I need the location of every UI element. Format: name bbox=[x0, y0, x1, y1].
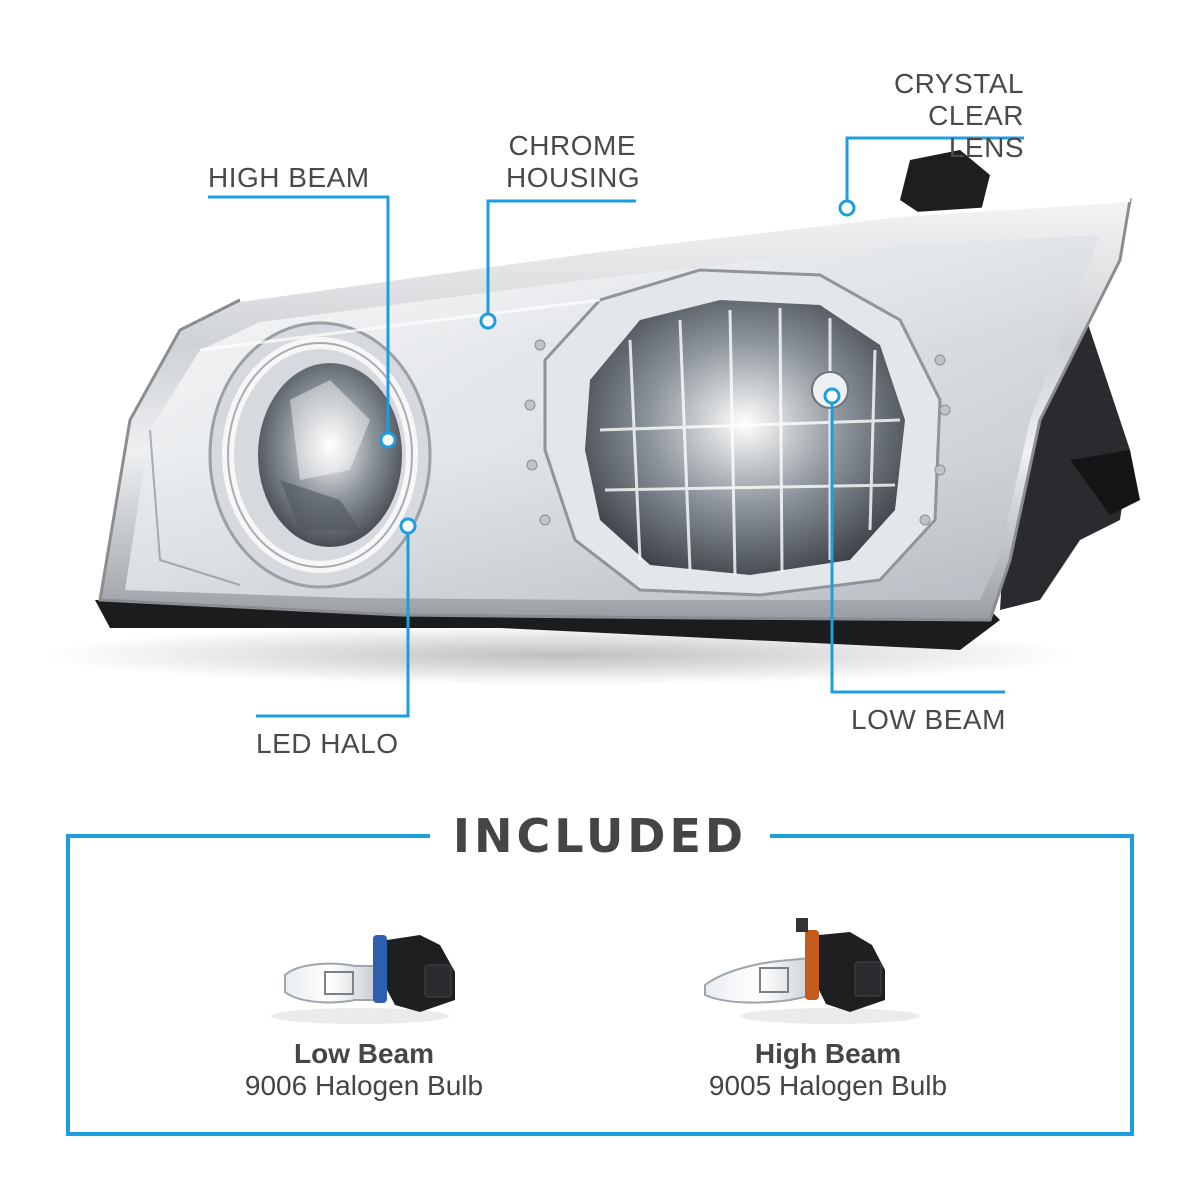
callout-low-beam-label: LOW BEAM bbox=[851, 704, 1006, 735]
high-beam-bulb-caption: High Beam 9005 Halogen Bulb bbox=[668, 1038, 988, 1102]
low-beam-reflector bbox=[524, 268, 951, 597]
high-beam-bulb-image bbox=[704, 918, 920, 1024]
callout-crystal-clear-lens: CRYSTAL CLEAR LENS bbox=[858, 68, 1024, 164]
callout-crystal-clear-lens-line-1: CRYSTAL bbox=[893, 68, 1024, 99]
included-frame bbox=[66, 834, 1134, 1136]
marker-led-halo bbox=[399, 517, 417, 535]
callout-high-beam-label: HIGH BEAM bbox=[208, 162, 370, 193]
leader-high-beam bbox=[208, 195, 390, 440]
callout-chrome-housing-line-2: HOUSING bbox=[506, 162, 641, 193]
callout-crystal-clear-lens-line-2: CLEAR LENS bbox=[928, 100, 1024, 163]
callout-low-beam: LOW BEAM bbox=[851, 704, 1006, 736]
high-beam-bulb-name: High Beam bbox=[754, 1038, 902, 1069]
included-heading: INCLUDED bbox=[452, 809, 748, 863]
mounting-bracket bbox=[900, 150, 990, 220]
leader-led-halo bbox=[256, 526, 410, 718]
led-halo-projector bbox=[208, 321, 432, 589]
callout-led-halo-label: LED HALO bbox=[256, 728, 399, 759]
leader-low-beam bbox=[830, 396, 1005, 694]
low-beam-socket-ring bbox=[373, 935, 387, 1003]
leader-crystal-clear-lens bbox=[845, 136, 1024, 208]
marker-high-beam bbox=[379, 431, 397, 449]
leader-chrome-housing bbox=[486, 199, 636, 320]
high-beam-bulb-description: 9005 Halogen Bulb bbox=[708, 1070, 948, 1101]
low-beam-bulb-caption: Low Beam 9006 Halogen Bulb bbox=[204, 1038, 524, 1102]
callout-high-beam: HIGH BEAM bbox=[208, 162, 370, 194]
callout-leaders bbox=[208, 136, 1024, 718]
low-beam-bulb-image bbox=[270, 935, 455, 1024]
marker-crystal-clear-lens bbox=[838, 199, 856, 217]
callout-chrome-housing: CHROME HOUSING bbox=[506, 130, 641, 194]
marker-chrome-housing bbox=[479, 312, 497, 330]
high-beam-socket-ring bbox=[805, 930, 819, 1000]
callout-led-halo: LED HALO bbox=[256, 728, 399, 760]
callout-chrome-housing-line-1: CHROME bbox=[508, 130, 636, 161]
marker-low-beam bbox=[823, 387, 841, 405]
low-beam-bulb-description: 9006 Halogen Bulb bbox=[244, 1070, 484, 1101]
callout-markers bbox=[379, 199, 856, 535]
low-beam-bulb-name: Low Beam bbox=[293, 1038, 435, 1069]
